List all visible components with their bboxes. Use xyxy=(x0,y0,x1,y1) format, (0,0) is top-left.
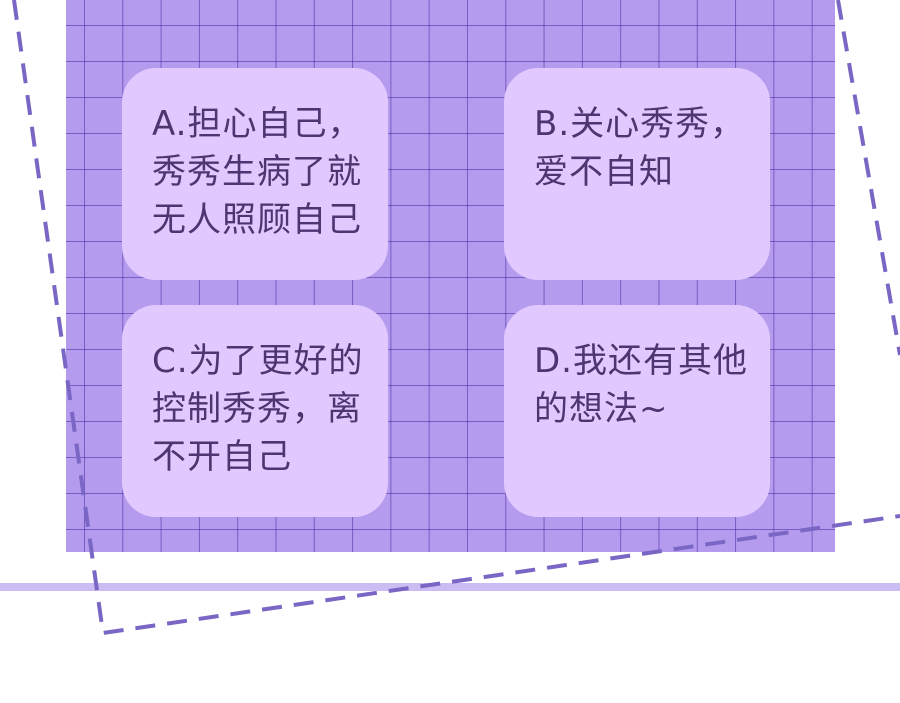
option-d-label: D.我还有其他 的想法~ xyxy=(534,341,748,429)
dashed-frame-line xyxy=(12,0,900,636)
option-b-card[interactable]: B.关心秀秀， 爱不自知 xyxy=(504,68,770,280)
option-c-label: C.为了更好的 控制秀秀，离 不开自己 xyxy=(152,341,364,477)
dashed-frame-right xyxy=(836,0,900,356)
option-d-card[interactable]: D.我还有其他 的想法~ xyxy=(504,305,770,517)
divider-strip xyxy=(0,583,900,591)
option-c-card[interactable]: C.为了更好的 控制秀秀，离 不开自己 xyxy=(122,305,388,517)
option-a-label: A.担心自己， 秀秀生病了就 无人照顾自己 xyxy=(152,104,363,240)
option-b-label: B.关心秀秀， 爱不自知 xyxy=(534,104,746,192)
option-a-card[interactable]: A.担心自己， 秀秀生病了就 无人照顾自己 xyxy=(122,68,388,280)
